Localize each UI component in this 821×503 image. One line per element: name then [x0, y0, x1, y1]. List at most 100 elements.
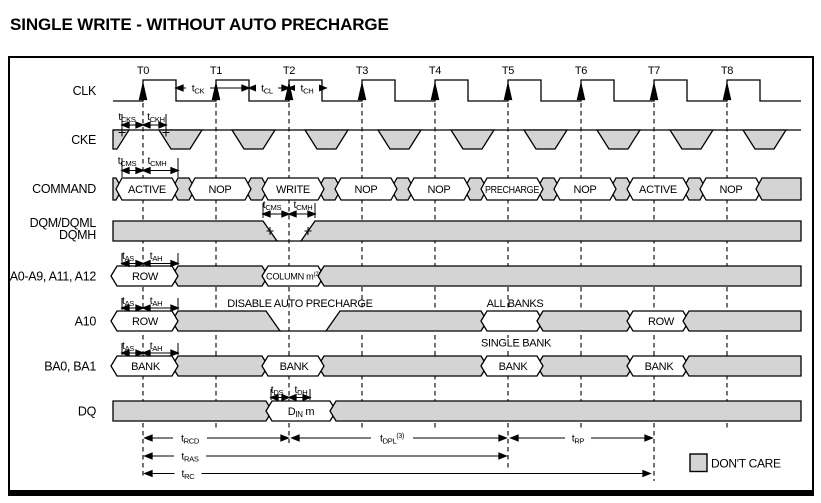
arrowhead [135, 121, 145, 129]
dont-care-region [112, 400, 273, 422]
timing-span-label: tRAS [181, 451, 199, 464]
bus-value-label: ROW [132, 271, 159, 283]
dont-care-hex [171, 265, 269, 287]
clock-edge-arrow [503, 83, 513, 101]
address-row-label: A0-A9, A11, A12 [10, 270, 97, 284]
arrowhead [281, 393, 291, 402]
dont-care-region [522, 129, 569, 150]
arrowhead [261, 210, 271, 218]
arrowhead [141, 349, 151, 357]
arrowhead [498, 452, 508, 460]
bus-value-label: BANK [131, 361, 161, 373]
arrowhead [307, 210, 317, 218]
arrowhead [141, 121, 151, 129]
arrowhead [120, 349, 130, 357]
page-title: SINGLE WRITE - WITHOUT AUTO PRECHARGE [10, 15, 389, 35]
dont-care-region [668, 129, 715, 150]
arrowhead [141, 304, 151, 312]
data-value-label: DIN m [288, 406, 315, 419]
ba-row-label: BA0, BA1 [44, 360, 96, 374]
arrowhead [120, 166, 130, 175]
label-mask [479, 338, 553, 348]
dont-care-region [317, 265, 802, 287]
single-bank-label: SINGLE BANK [481, 338, 552, 350]
dont-care-hex [171, 355, 269, 377]
clock-edge-arrow [430, 83, 440, 101]
clk-row-label: CLK [73, 84, 97, 98]
arrowhead [170, 304, 180, 312]
a10-row-label: A10 [75, 315, 97, 329]
arrowhead [642, 469, 652, 478]
bus-value-label: BANK [499, 361, 529, 373]
arrowhead [247, 84, 257, 92]
arrowhead [120, 259, 130, 268]
arrowhead [170, 349, 180, 357]
arrowhead [280, 434, 290, 442]
clock-edge-arrow [649, 83, 659, 101]
command-value-label: ACTIVE [639, 184, 677, 196]
arrowhead [287, 210, 297, 218]
dq-row-label: DQ [78, 405, 97, 419]
command-value-label: WRITE [276, 184, 310, 196]
address-row-label: A0-A9, A11, A12 [10, 270, 97, 284]
bus-value-hex [480, 310, 544, 332]
command-value-label: NOP [428, 184, 451, 196]
arrowhead [170, 166, 180, 175]
clock-edge-arrow [284, 83, 294, 101]
clock-edge-arrow [138, 83, 148, 101]
arrowhead [170, 259, 180, 268]
arrowhead [287, 393, 297, 402]
timing-span-label: tDPL(3) [380, 433, 404, 446]
dont-care-region [171, 310, 282, 332]
timing-span-label: tRCD [181, 433, 200, 446]
dont-care-region [755, 177, 802, 201]
label-mask [256, 83, 278, 93]
arrowhead [143, 452, 153, 460]
command-value-hex [188, 177, 252, 201]
command-value-hex [261, 177, 325, 201]
arrowhead [120, 304, 130, 312]
label-mask [371, 432, 413, 444]
label-mask [173, 432, 207, 444]
arrowhead [509, 434, 519, 442]
hold-time-label: tDH [295, 384, 308, 397]
arrowhead [135, 349, 145, 357]
timing-span-label: tRP [572, 433, 585, 446]
command-row-label: COMMAND [32, 182, 96, 196]
all-banks-label: ALL BANKS [487, 298, 544, 310]
arrowhead [158, 121, 168, 129]
hold-time-label: tCMH [294, 199, 313, 212]
bus-value-hex [480, 355, 544, 377]
command-value-label: NOP [574, 184, 597, 196]
ba-row-label: BA0, BA1 [44, 360, 96, 374]
label-mask [174, 468, 202, 479]
label-mask [174, 450, 206, 462]
hold-time-label: tCKH [147, 111, 165, 124]
command-value-label: ACTIVE [128, 184, 166, 196]
setup-time-label: tCKS [118, 111, 136, 124]
command-value-label: NOP [209, 184, 232, 196]
setup-time-label: tCMS [118, 155, 137, 168]
clock-edge-arrow [722, 83, 732, 101]
clock-edge-label: T0 [137, 65, 149, 77]
clock-edge-arrow [576, 83, 586, 101]
dont-care-region [329, 400, 802, 422]
arrowhead [281, 84, 291, 92]
bus-value-label: COLUMN m(2) [266, 271, 320, 283]
cke-row-label: CKE [71, 133, 96, 147]
disable-auto-precharge-label: DISABLE AUTO PRECHARGE [227, 298, 372, 310]
bus-value-label: ROW [132, 316, 159, 328]
arrowhead [269, 393, 279, 402]
command-value-hex [407, 177, 471, 201]
command-value-hex [115, 177, 179, 201]
dont-care-region [112, 220, 279, 242]
bus-value-label: BANK [280, 361, 310, 373]
command-value-hex [553, 177, 617, 201]
arrowhead [644, 434, 654, 442]
setup-time-label: tAS [122, 340, 134, 353]
